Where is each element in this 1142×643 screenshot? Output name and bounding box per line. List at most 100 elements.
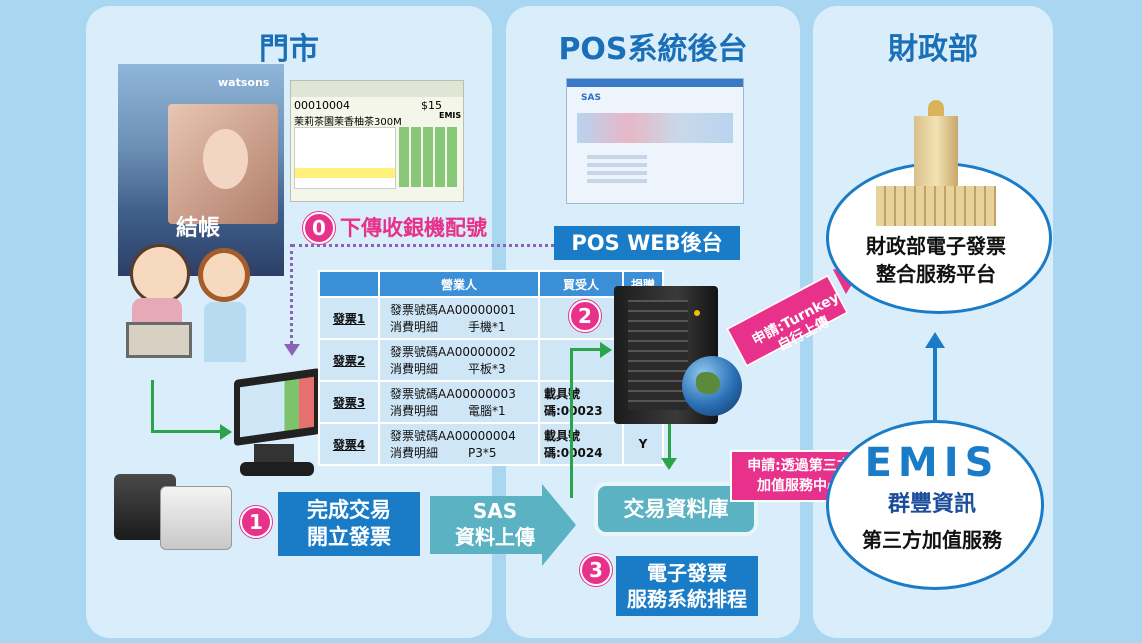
header-seller: 營業人	[378, 270, 540, 298]
sas-arrow-body	[430, 496, 542, 554]
step3-label: 電子發票 服務系統排程	[616, 556, 758, 616]
row-invoice: 發票號碼AA00000003	[390, 387, 516, 401]
row-invoice: 發票號碼AA00000004	[390, 429, 516, 443]
building-tower	[914, 116, 958, 186]
customer-man-illustration	[122, 244, 192, 364]
row-detail: 消費明細	[390, 404, 439, 418]
invoice-table-header: 營業人 買受人 捐贈	[318, 270, 664, 298]
row-detail: 消費明細	[390, 446, 439, 460]
server-icon	[614, 286, 718, 424]
badge-3: 3	[580, 554, 612, 586]
row-label: 發票1	[318, 296, 380, 340]
terminal-display	[240, 376, 314, 438]
register-screen: 00010004 $15 EMIS 茉莉茶園茉香柚茶300M	[290, 80, 464, 202]
thirdparty-line-2: 加值服務中心	[757, 478, 841, 494]
web-screenshot: SAS	[566, 78, 744, 204]
mof-title: 財政部	[888, 32, 978, 67]
badge-0: 0	[303, 212, 335, 244]
header-buyer: 買受人	[538, 270, 624, 298]
emis-logo: EMIS	[864, 440, 1000, 486]
badge-2: 2	[569, 300, 601, 332]
pos-terminal	[230, 367, 324, 480]
server-bays	[628, 300, 688, 410]
dotted-line-h	[292, 244, 554, 247]
thirdparty-line-1: 申請:透過第三方	[747, 458, 851, 474]
table-row: 發票1 發票號碼AA00000001 消費明細 手機*1	[318, 296, 664, 340]
receipt-printer-white	[160, 486, 232, 550]
green-arrow-db-v	[668, 424, 671, 460]
register-price: $15	[421, 99, 442, 112]
row-buyer: 載具號碼:00024	[538, 422, 624, 466]
register-brand: EMIS	[439, 111, 462, 120]
terminal-base	[240, 462, 314, 476]
step1-line-2: 開立發票	[307, 525, 391, 549]
sas-label: SAS 資料上傳	[430, 498, 560, 550]
row-seller: 發票號碼AA00000002 消費明細 平板*3	[378, 338, 540, 382]
table-row: 發票3 發票號碼AA00000003 消費明細電腦*1 載具號碼:00023	[318, 380, 664, 424]
platform-line-1: 財政部電子發票	[866, 234, 1006, 258]
row-label: 發票3	[318, 380, 380, 424]
badge-1: 1	[240, 506, 272, 538]
row-donate: Y	[622, 422, 664, 466]
thirdparty-label: 申請:透過第三方 加值服務中心	[730, 456, 868, 496]
row-label: 發票2	[318, 338, 380, 382]
dotted-arrow-head	[284, 344, 300, 356]
pos-web-label: POS WEB後台	[554, 226, 740, 260]
row-item: 電腦*1	[468, 404, 506, 418]
row-seller: 發票號碼AA00000001 消費明細 手機*1	[378, 296, 540, 340]
row-detail-line: 消費明細 手機*1	[390, 318, 537, 335]
store-sign: watsons	[218, 76, 270, 89]
register-highlight-row	[295, 168, 395, 178]
row-detail: 消費明細	[390, 362, 439, 376]
terminal-stand	[254, 444, 294, 464]
emis-name: 群豐資訊	[887, 492, 976, 517]
register-keypad	[399, 127, 459, 187]
web-banner	[577, 113, 733, 143]
shopping-cart	[126, 322, 192, 358]
web-form	[587, 153, 647, 183]
government-building-icon	[876, 100, 996, 230]
row-item: 平板*3	[468, 362, 506, 376]
sas-line-2: 資料上傳	[455, 525, 535, 549]
row-item: 手機*1	[468, 320, 506, 334]
green-arrow-3-h	[570, 348, 602, 351]
row-detail-line: 消費明細 平板*3	[390, 360, 537, 377]
register-list	[294, 127, 396, 189]
invoice-table: 營業人 買受人 捐贈 發票1 發票號碼AA00000001 消費明細 手機*1 發…	[318, 270, 664, 466]
web-titlebar	[567, 79, 743, 87]
register-item: 茉莉茶園茉香柚茶300M	[294, 117, 402, 128]
pos-title: POS系統後台	[558, 32, 748, 67]
store-photo: watsons 結帳	[118, 64, 284, 276]
step1-label: 完成交易 開立發票	[278, 492, 420, 556]
customer-woman-illustration	[196, 248, 256, 368]
globe-land	[696, 372, 720, 394]
woman-body	[204, 302, 246, 362]
row-invoice: 發票號碼AA00000001	[390, 303, 516, 317]
face-graphic	[203, 129, 248, 189]
register-toolbar	[291, 81, 463, 97]
emis-circle	[826, 420, 1044, 590]
step3-line-2: 服務系統排程	[627, 587, 747, 611]
invoice-table-wrap: 營業人 買受人 捐贈 發票1 發票號碼AA00000001 消費明細 手機*1 發…	[318, 270, 664, 466]
green-arrow-db-head	[661, 458, 677, 470]
web-logo: SAS	[581, 93, 601, 103]
man-head	[130, 244, 190, 304]
row-detail: 消費明細	[390, 320, 439, 334]
green-arrow-3-head	[600, 342, 612, 358]
blue-arrow-up-head	[925, 332, 945, 348]
server-led	[694, 310, 700, 316]
header-blank	[318, 270, 380, 298]
woman-head	[198, 248, 250, 302]
store-title: 門市	[259, 32, 319, 67]
green-arrow-1-h	[151, 430, 221, 433]
emis-service: 第三方加值服務	[862, 528, 1002, 552]
green-arrow-1-head	[220, 424, 232, 440]
row-label: 發票4	[318, 422, 380, 466]
blue-arrow-up-line	[933, 344, 937, 420]
mof-platform-label: 財政部電子發票 整合服務平台	[826, 232, 1046, 288]
row-invoice: 發票號碼AA00000002	[390, 345, 516, 359]
row-seller: 發票號碼AA00000003 消費明細 電腦*1	[378, 380, 540, 424]
